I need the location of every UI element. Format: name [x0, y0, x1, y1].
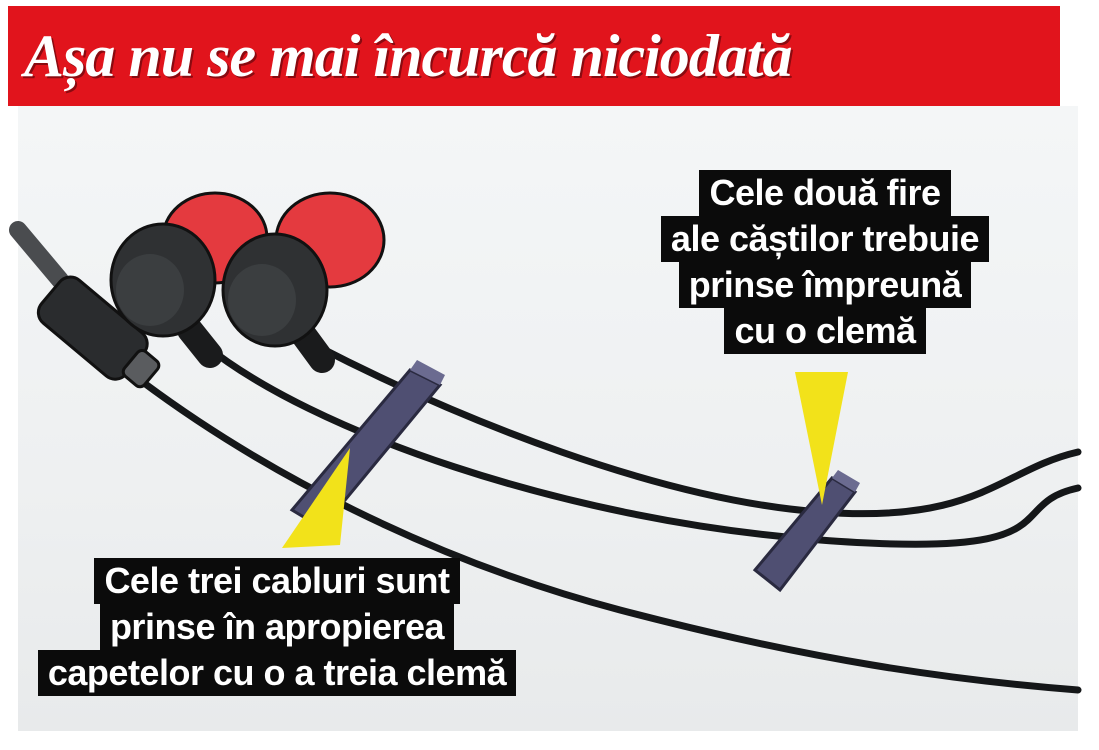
callout-line: Cele două fire [699, 170, 951, 216]
callout-three-cables: Cele trei cabluri sunt prinse în apropie… [22, 558, 532, 696]
pointer-headphone-wires [795, 372, 848, 505]
cable-right-earbud [311, 341, 1082, 518]
headline-banner: Așa nu se mai încurcă niciodată [8, 6, 1060, 106]
earbud-right-icon [221, 191, 386, 373]
callout-line: prinse în apropierea [99, 604, 455, 650]
callout-line: cu o clemă [724, 308, 926, 354]
cable-jack [136, 376, 1082, 694]
callout-line: ale căștilor trebuie [660, 216, 990, 262]
callout-headphone-wires: Cele două fire ale căștilor trebuie prin… [640, 170, 1010, 354]
earbud-left-icon [109, 191, 269, 368]
cable-clip-icon [752, 470, 860, 593]
cables [136, 341, 1082, 694]
headline: Așa nu se mai încurcă niciodată [24, 23, 792, 89]
callout-line: prinse împreună [678, 262, 972, 308]
cable-left-earbud [201, 341, 1082, 548]
callout-line: capetelor cu o a treia clemă [37, 650, 517, 696]
callout-line: Cele trei cabluri sunt [94, 558, 460, 604]
jack-plug-icon [9, 221, 161, 389]
pointer-three-cables [282, 448, 350, 548]
